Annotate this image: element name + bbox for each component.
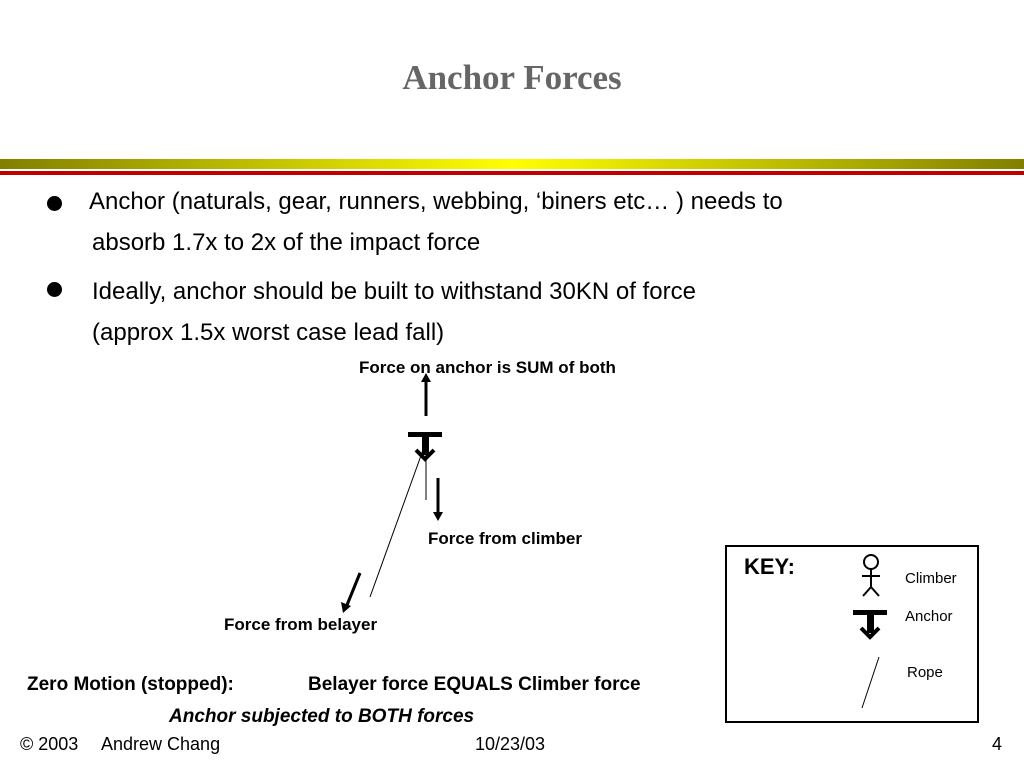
bullet-1-line-2: absorb 1.7x to 2x of the impact force xyxy=(92,229,481,256)
bullet-2-line-2: (approx 1.5x worst case lead fall) xyxy=(92,319,445,346)
footer-copyright: © 2003 xyxy=(20,734,79,754)
footer-author: Andrew Chang xyxy=(101,734,221,754)
bullet-1-line-1: Anchor (naturals, gear, runners, webbing… xyxy=(89,188,783,215)
zero-motion-label: Zero Motion (stopped): xyxy=(27,674,234,695)
belayer-force-label: Force from belayer xyxy=(224,615,378,634)
legend-rope-label: Rope xyxy=(907,664,943,681)
legend-title: KEY: xyxy=(744,554,795,579)
legend-anchor-icon xyxy=(853,610,887,640)
rope-line-icon xyxy=(861,656,880,709)
sum-force-label: Force on anchor is SUM of both xyxy=(359,358,616,377)
climber-force-label: Force from climber xyxy=(428,529,582,548)
legend-anchor-label: Anchor xyxy=(905,608,953,625)
subjected-label: Anchor subjected to BOTH forces xyxy=(169,706,475,727)
legend-climber-label: Climber xyxy=(905,570,957,587)
climber-figure-icon xyxy=(862,554,880,597)
belayer-force-arrow xyxy=(341,572,362,613)
footer-date: 10/23/03 xyxy=(475,734,546,754)
bullet-2-dot xyxy=(47,282,62,297)
legend-box xyxy=(725,545,979,723)
equals-label: Belayer force EQUALS Climber force xyxy=(308,674,641,695)
climber-force-arrow xyxy=(433,478,443,521)
anchor-symbol-icon xyxy=(408,432,442,462)
title-divider xyxy=(0,159,1024,175)
bullet-1-dot xyxy=(47,196,62,211)
bullet-2-line-1: Ideally, anchor should be built to withs… xyxy=(92,278,696,305)
slide-title: Anchor Forces xyxy=(402,58,622,97)
footer-page-number: 4 xyxy=(992,734,1003,754)
sum-force-arrow xyxy=(421,373,431,416)
rope-line xyxy=(369,449,424,598)
